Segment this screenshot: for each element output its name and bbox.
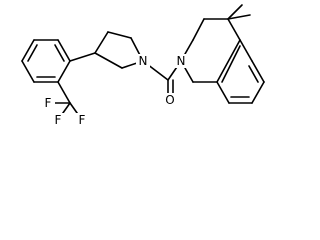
phenyl-ring-bonds <box>21 39 71 83</box>
quinoline-nitrogen-label: N <box>177 54 186 68</box>
carbonyl-oxygen-label: O <box>165 93 174 107</box>
fluorine-bottom-left-label: F <box>55 113 62 127</box>
structure-drawing: N N O F F F <box>21 4 265 127</box>
fluorine-left-label: F <box>45 96 52 110</box>
benzo-ring-bonds <box>180 39 265 104</box>
fluorine-bottom-right-label: F <box>79 113 86 127</box>
pyrrolidine-nitrogen-label: N <box>139 54 148 68</box>
pyrrolidine-ring-bonds <box>94 31 144 69</box>
aryl-pyrrolidine-bond <box>69 52 96 62</box>
gem-dimethyl-bonds <box>227 4 251 20</box>
atom-labels: N N O F F F <box>41 54 188 127</box>
